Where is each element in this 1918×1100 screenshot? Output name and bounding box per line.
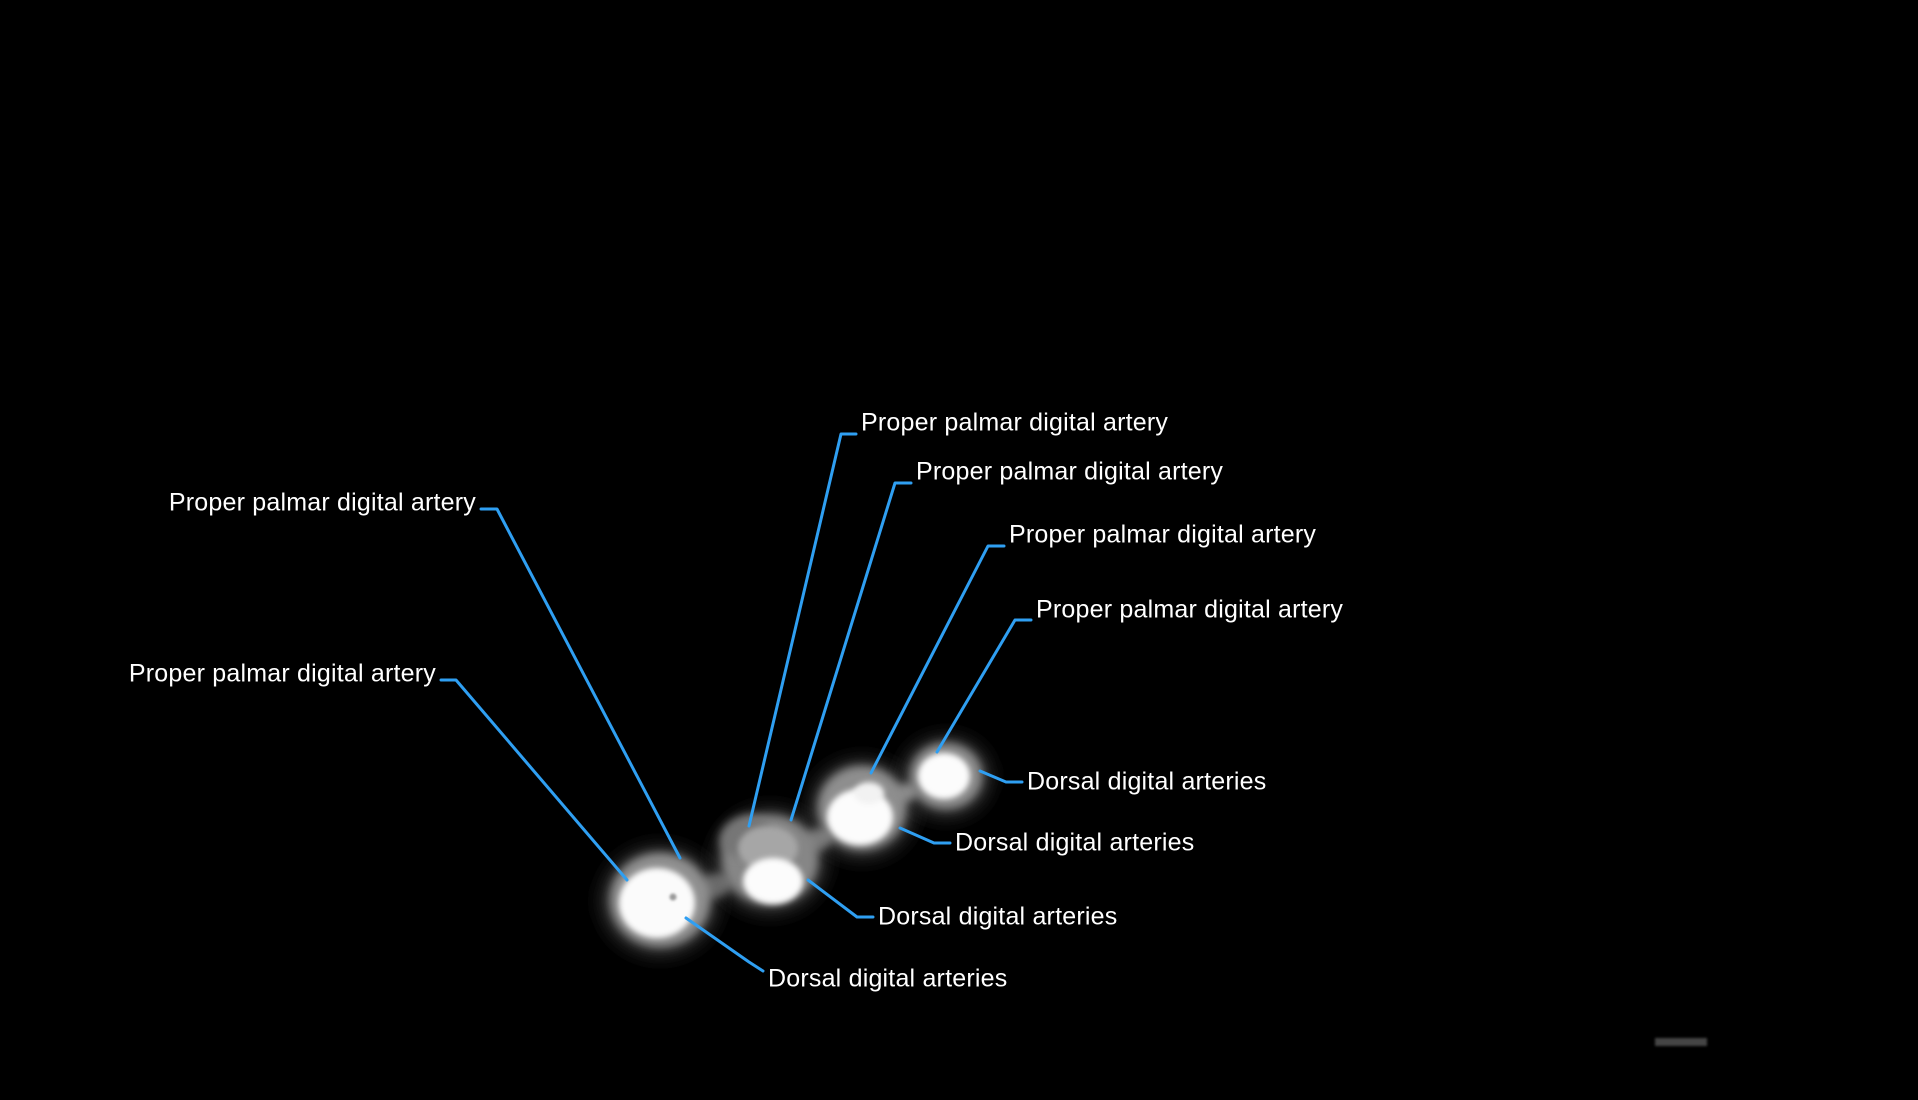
label-dorsal-digital-arteries-3-leader-line <box>806 878 875 919</box>
label-proper-palmar-digital-artery-top-4-leader-line <box>935 618 1033 754</box>
finger-4-lumen <box>918 753 970 799</box>
finger-2-lumen <box>743 858 803 904</box>
label-dorsal-digital-arteries-2-leader-line <box>898 826 952 845</box>
finger-cross-section-1 <box>610 853 710 947</box>
finger-1-lumen <box>619 868 695 938</box>
label-proper-palmar-digital-artery-top-2-leader-line <box>789 481 913 822</box>
finger-2-mid-tissue <box>738 826 798 870</box>
finger-cross-section-3 <box>818 766 906 850</box>
artifact-smudge-mark <box>1655 1038 1707 1046</box>
finger-3-lumen <box>827 789 893 845</box>
finger-1-dot <box>669 893 677 901</box>
finger-cross-section-4 <box>910 743 982 809</box>
finger-3-lumen-upper <box>854 782 884 804</box>
leader-lines <box>439 432 1033 973</box>
label-proper-palmar-digital-artery-lower-left-leader-line <box>439 678 629 882</box>
label-proper-palmar-digital-artery-upper-left-leader-line <box>479 507 682 860</box>
artifact-smudge <box>1655 1038 1707 1046</box>
label-dorsal-digital-arteries-1-leader-line <box>978 769 1024 784</box>
label-proper-palmar-digital-artery-top-3-leader-line <box>869 544 1006 775</box>
finger-cross-section-2 <box>719 815 818 905</box>
label-dorsal-digital-arteries-4-leader-line <box>684 916 765 973</box>
label-proper-palmar-digital-artery-top-1-leader-line <box>747 432 858 828</box>
